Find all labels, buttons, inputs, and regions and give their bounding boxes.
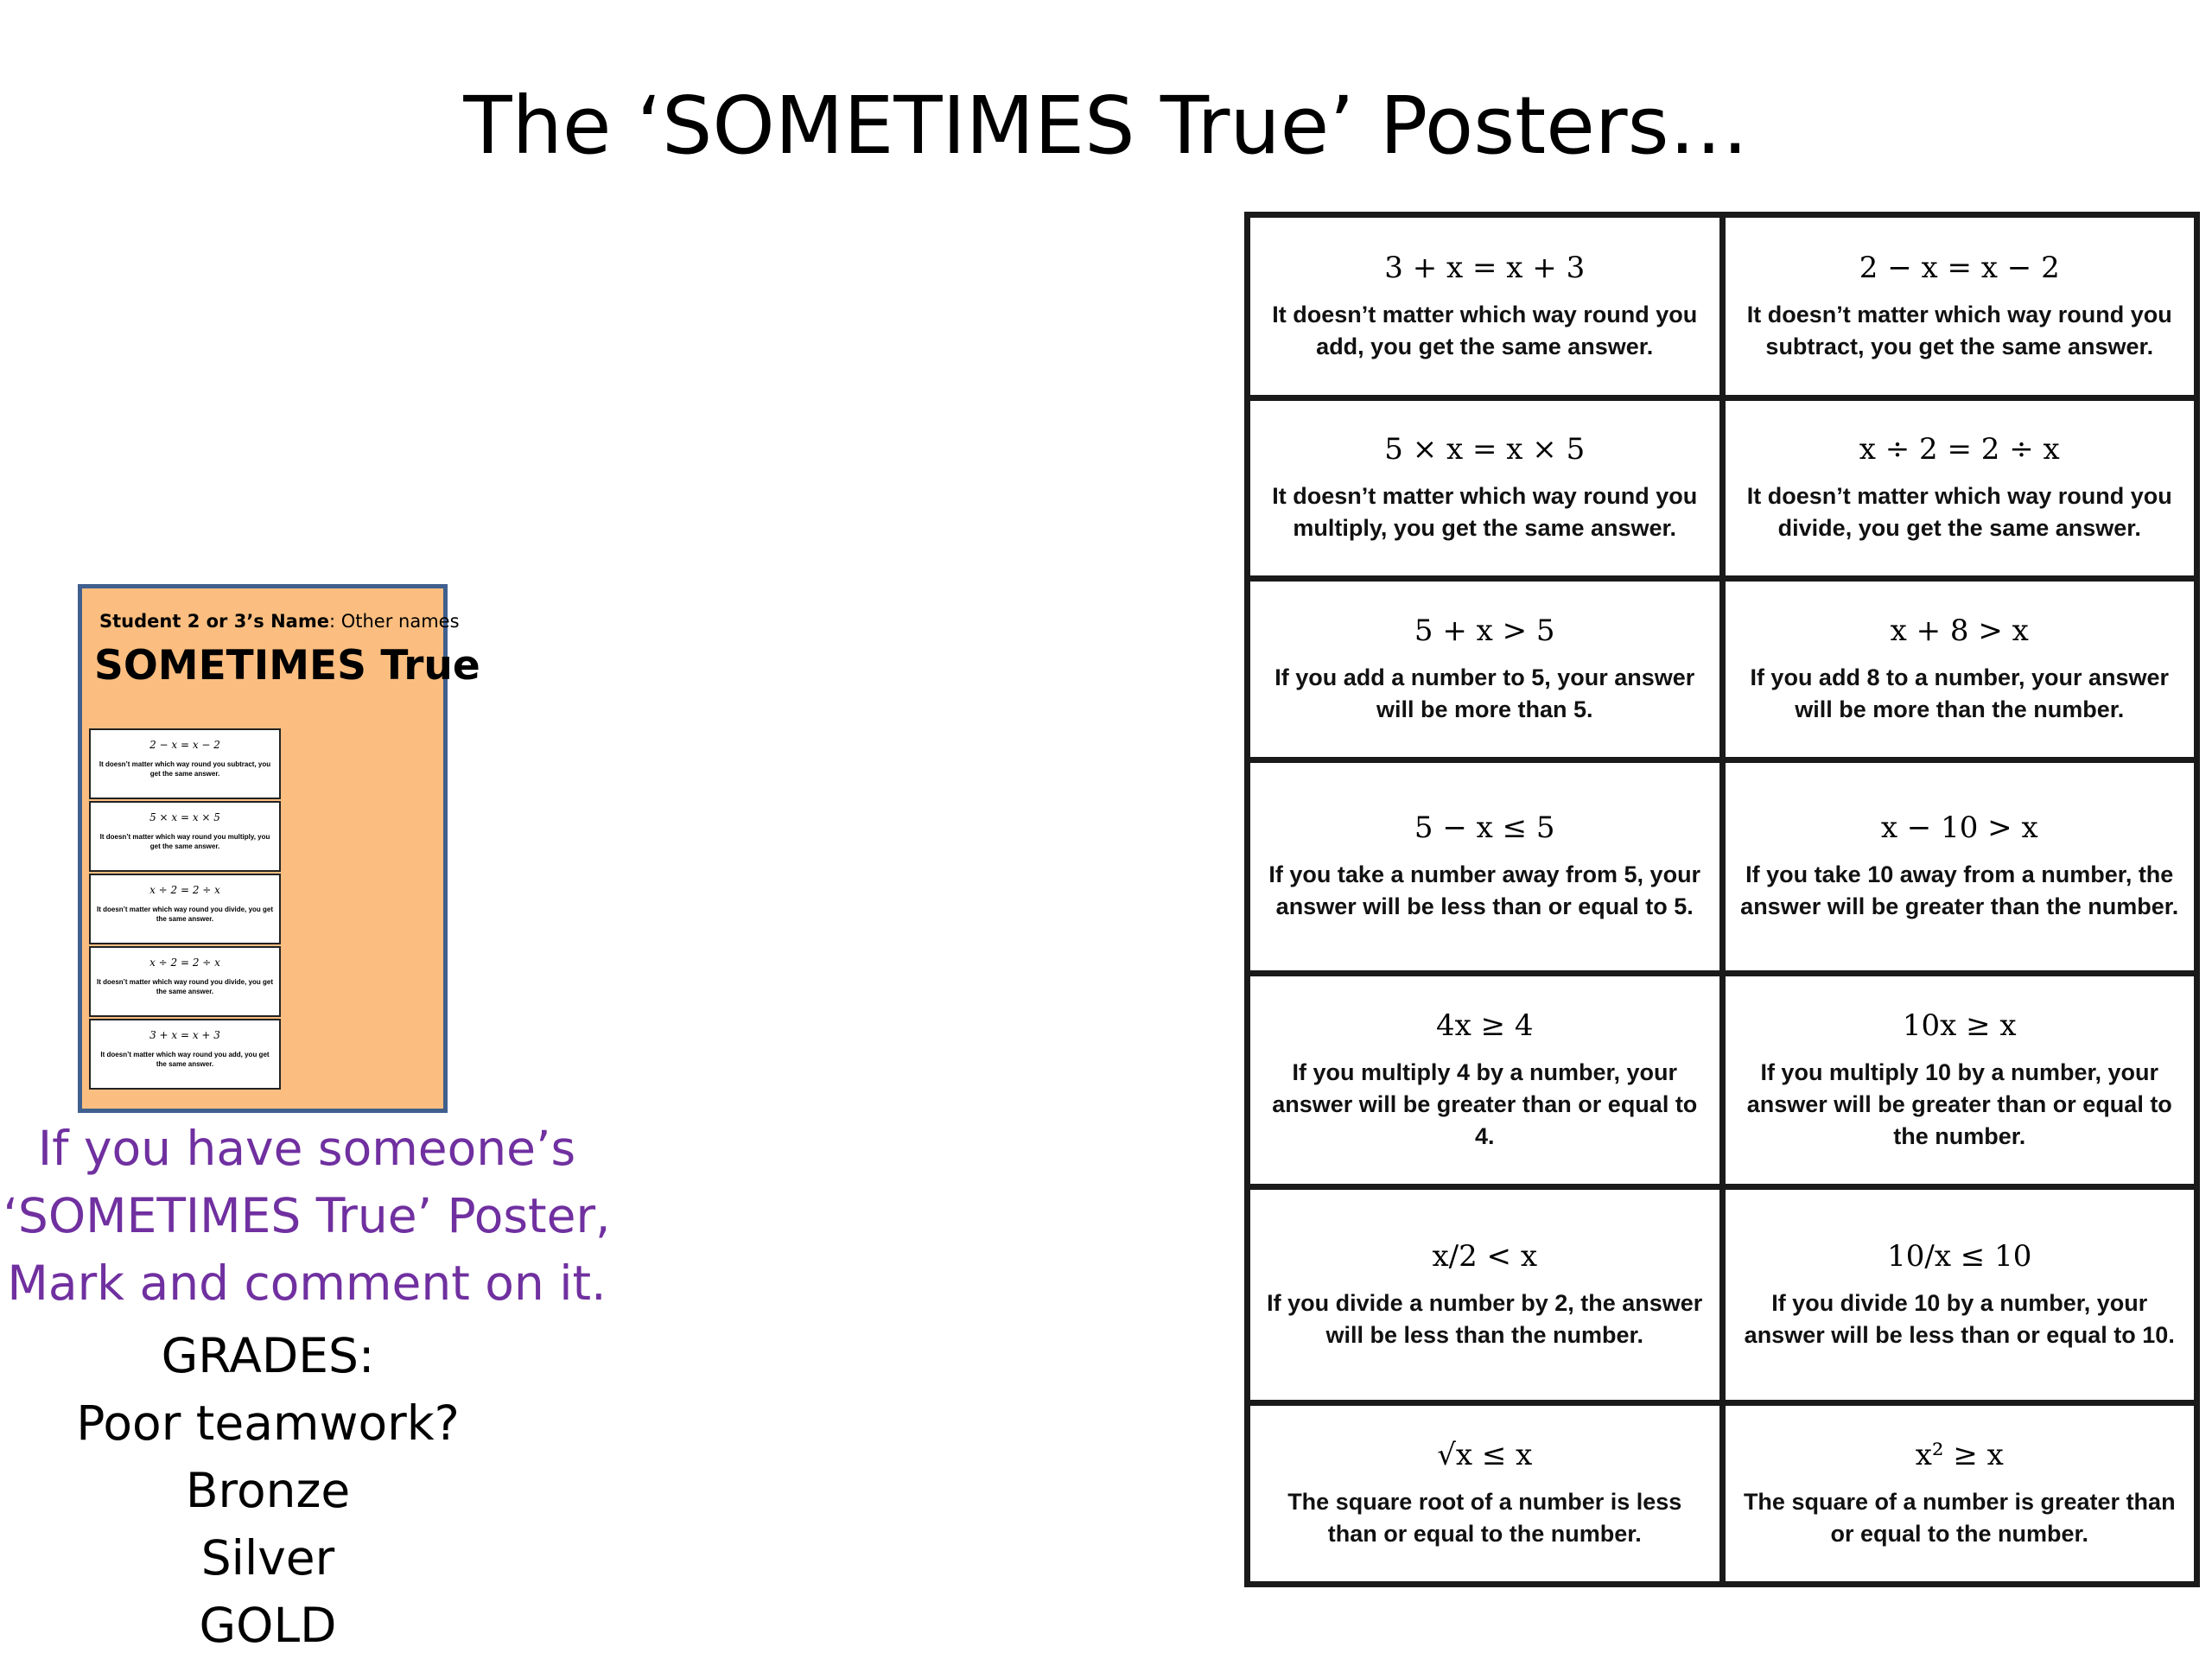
slide-title: The ‘SOMETIMES True’ Posters… <box>463 79 1749 172</box>
mini-card: 2 − x = x − 2 It doesn’t matter which wa… <box>89 728 281 799</box>
mini-card: x ÷ 2 = 2 ÷ x It doesn’t matter which wa… <box>89 946 281 1017</box>
poster-heading: SOMETIMES True <box>94 642 480 690</box>
mini-card-description: It doesn’t matter which way round you mu… <box>99 833 270 850</box>
poster-name-value: : Other names <box>328 611 460 632</box>
mini-card: 5 × x = x × 5 It doesn’t matter which wa… <box>89 801 281 872</box>
card-description: If you multiply 10 by a number, your ans… <box>1746 1058 2172 1149</box>
mini-card-equation: 3 + x = x + 3 <box>149 1029 220 1041</box>
card-equation: √x ≤ x <box>1437 1437 1533 1472</box>
card-equation: 5 + x > 5 <box>1414 613 1555 648</box>
card-equation: x/2 < x <box>1432 1238 1538 1274</box>
mini-card: 3 + x = x + 3 It doesn’t matter which wa… <box>89 1019 281 1090</box>
statement-card: √x ≤ x The square root of a number is le… <box>1250 1406 1719 1581</box>
instruction-line: Mark and comment on it. <box>7 1255 607 1311</box>
statement-card: x − 10 > x If you take 10 away from a nu… <box>1725 763 2194 970</box>
mini-card-equation: x ÷ 2 = 2 ÷ x <box>149 884 220 896</box>
card-description: It doesn’t matter which way round you su… <box>1746 301 2172 359</box>
grade-item: Bronze <box>185 1463 351 1518</box>
grade-item: GOLD <box>199 1598 337 1653</box>
mini-card: x ÷ 2 = 2 ÷ x It doesn’t matter which wa… <box>89 874 281 944</box>
statement-card: x + 8 > x If you add 8 to a number, your… <box>1725 582 2194 757</box>
grade-item: Silver <box>200 1530 335 1586</box>
poster-mini-cards: 2 − x = x − 2 It doesn’t matter which wa… <box>89 728 281 1091</box>
card-description: If you divide a number by 2, the answer … <box>1267 1289 1703 1348</box>
card-description: It doesn’t matter which way round you ad… <box>1272 301 1698 359</box>
grades-heading: GRADES: <box>161 1328 375 1383</box>
instruction-line: ‘SOMETIMES True’ Poster, <box>3 1188 611 1243</box>
mini-card-equation: 2 − x = x − 2 <box>149 739 220 751</box>
card-description: The square root of a number is less than… <box>1287 1488 1682 1547</box>
mini-card-description: It doesn’t matter which way round you di… <box>96 978 274 995</box>
card-equation: x ÷ 2 = 2 ÷ x <box>1859 432 2060 467</box>
card-description: If you take a number away from 5, your a… <box>1268 861 1701 919</box>
card-equation: x + 8 > x <box>1890 613 2029 648</box>
card-description: It doesn’t matter which way round you mu… <box>1272 483 1698 541</box>
mini-card-description: It doesn’t matter which way round you su… <box>99 760 271 778</box>
instruction-line: If you have someone’s <box>37 1121 576 1176</box>
grades-list: GRADES: Poor teamwork? Bronze Silver GOL… <box>0 1322 536 1659</box>
card-equation: 4x ≥ 4 <box>1435 1007 1534 1043</box>
poster-name-line: Student 2 or 3’s Name: Other names <box>99 611 460 632</box>
marking-instruction: If you have someone’s ‘SOMETIMES True’ P… <box>0 1115 613 1317</box>
card-equation: 5 × x = x × 5 <box>1384 432 1586 467</box>
card-equation: 2 − x = x − 2 <box>1859 250 2060 285</box>
statement-card: x² ≥ x The square of a number is greater… <box>1725 1406 2194 1581</box>
card-description: It doesn’t matter which way round you di… <box>1746 483 2172 541</box>
card-equation: 10/x ≤ 10 <box>1887 1238 2032 1274</box>
statement-cards-grid: 3 + x = x + 3 It doesn’t matter which wa… <box>1244 212 2200 1587</box>
card-description: If you multiply 4 by a number, your answ… <box>1272 1058 1698 1149</box>
statement-card: x ÷ 2 = 2 ÷ x It doesn’t matter which wa… <box>1725 401 2194 575</box>
poster-name-label: Student 2 or 3’s Name <box>99 611 329 632</box>
sample-poster: Student 2 or 3’s Name: Other names SOMET… <box>78 584 480 1113</box>
card-description: If you take 10 away from a number, the a… <box>1740 861 2179 919</box>
card-equation: 3 + x = x + 3 <box>1384 250 1586 285</box>
card-equation: 5 − x ≤ 5 <box>1414 810 1555 845</box>
statement-card: 10x ≥ x If you multiply 10 by a number, … <box>1725 976 2194 1184</box>
statement-card: 4x ≥ 4 If you multiply 4 by a number, yo… <box>1250 976 1719 1184</box>
statement-card: 2 − x = x − 2 It doesn’t matter which wa… <box>1725 218 2194 395</box>
statement-card: x/2 < x If you divide a number by 2, the… <box>1250 1190 1719 1400</box>
card-equation: x² ≥ x <box>1915 1437 2004 1472</box>
mini-card-description: It doesn’t matter which way round you ad… <box>100 1051 270 1068</box>
mini-card-description: It doesn’t matter which way round you di… <box>96 906 274 923</box>
statement-card: 3 + x = x + 3 It doesn’t matter which wa… <box>1250 218 1719 395</box>
card-description: If you add 8 to a number, your answer wi… <box>1750 664 2170 722</box>
card-equation: x − 10 > x <box>1880 810 2038 845</box>
card-description: If you add a number to 5, your answer wi… <box>1274 664 1695 722</box>
statement-card: 5 + x > 5 If you add a number to 5, your… <box>1250 582 1719 757</box>
card-description: If you divide 10 by a number, your answe… <box>1744 1289 2175 1348</box>
grade-item: Poor teamwork? <box>76 1395 460 1451</box>
card-equation: 10x ≥ x <box>1902 1007 2017 1043</box>
statement-card: 5 × x = x × 5 It doesn’t matter which wa… <box>1250 401 1719 575</box>
statement-card: 5 − x ≤ 5 If you take a number away from… <box>1250 763 1719 970</box>
mini-card-equation: x ÷ 2 = 2 ÷ x <box>149 957 220 969</box>
mini-card-equation: 5 × x = x × 5 <box>149 811 220 823</box>
statement-card: 10/x ≤ 10 If you divide 10 by a number, … <box>1725 1190 2194 1400</box>
card-description: The square of a number is greater than o… <box>1743 1488 2176 1547</box>
